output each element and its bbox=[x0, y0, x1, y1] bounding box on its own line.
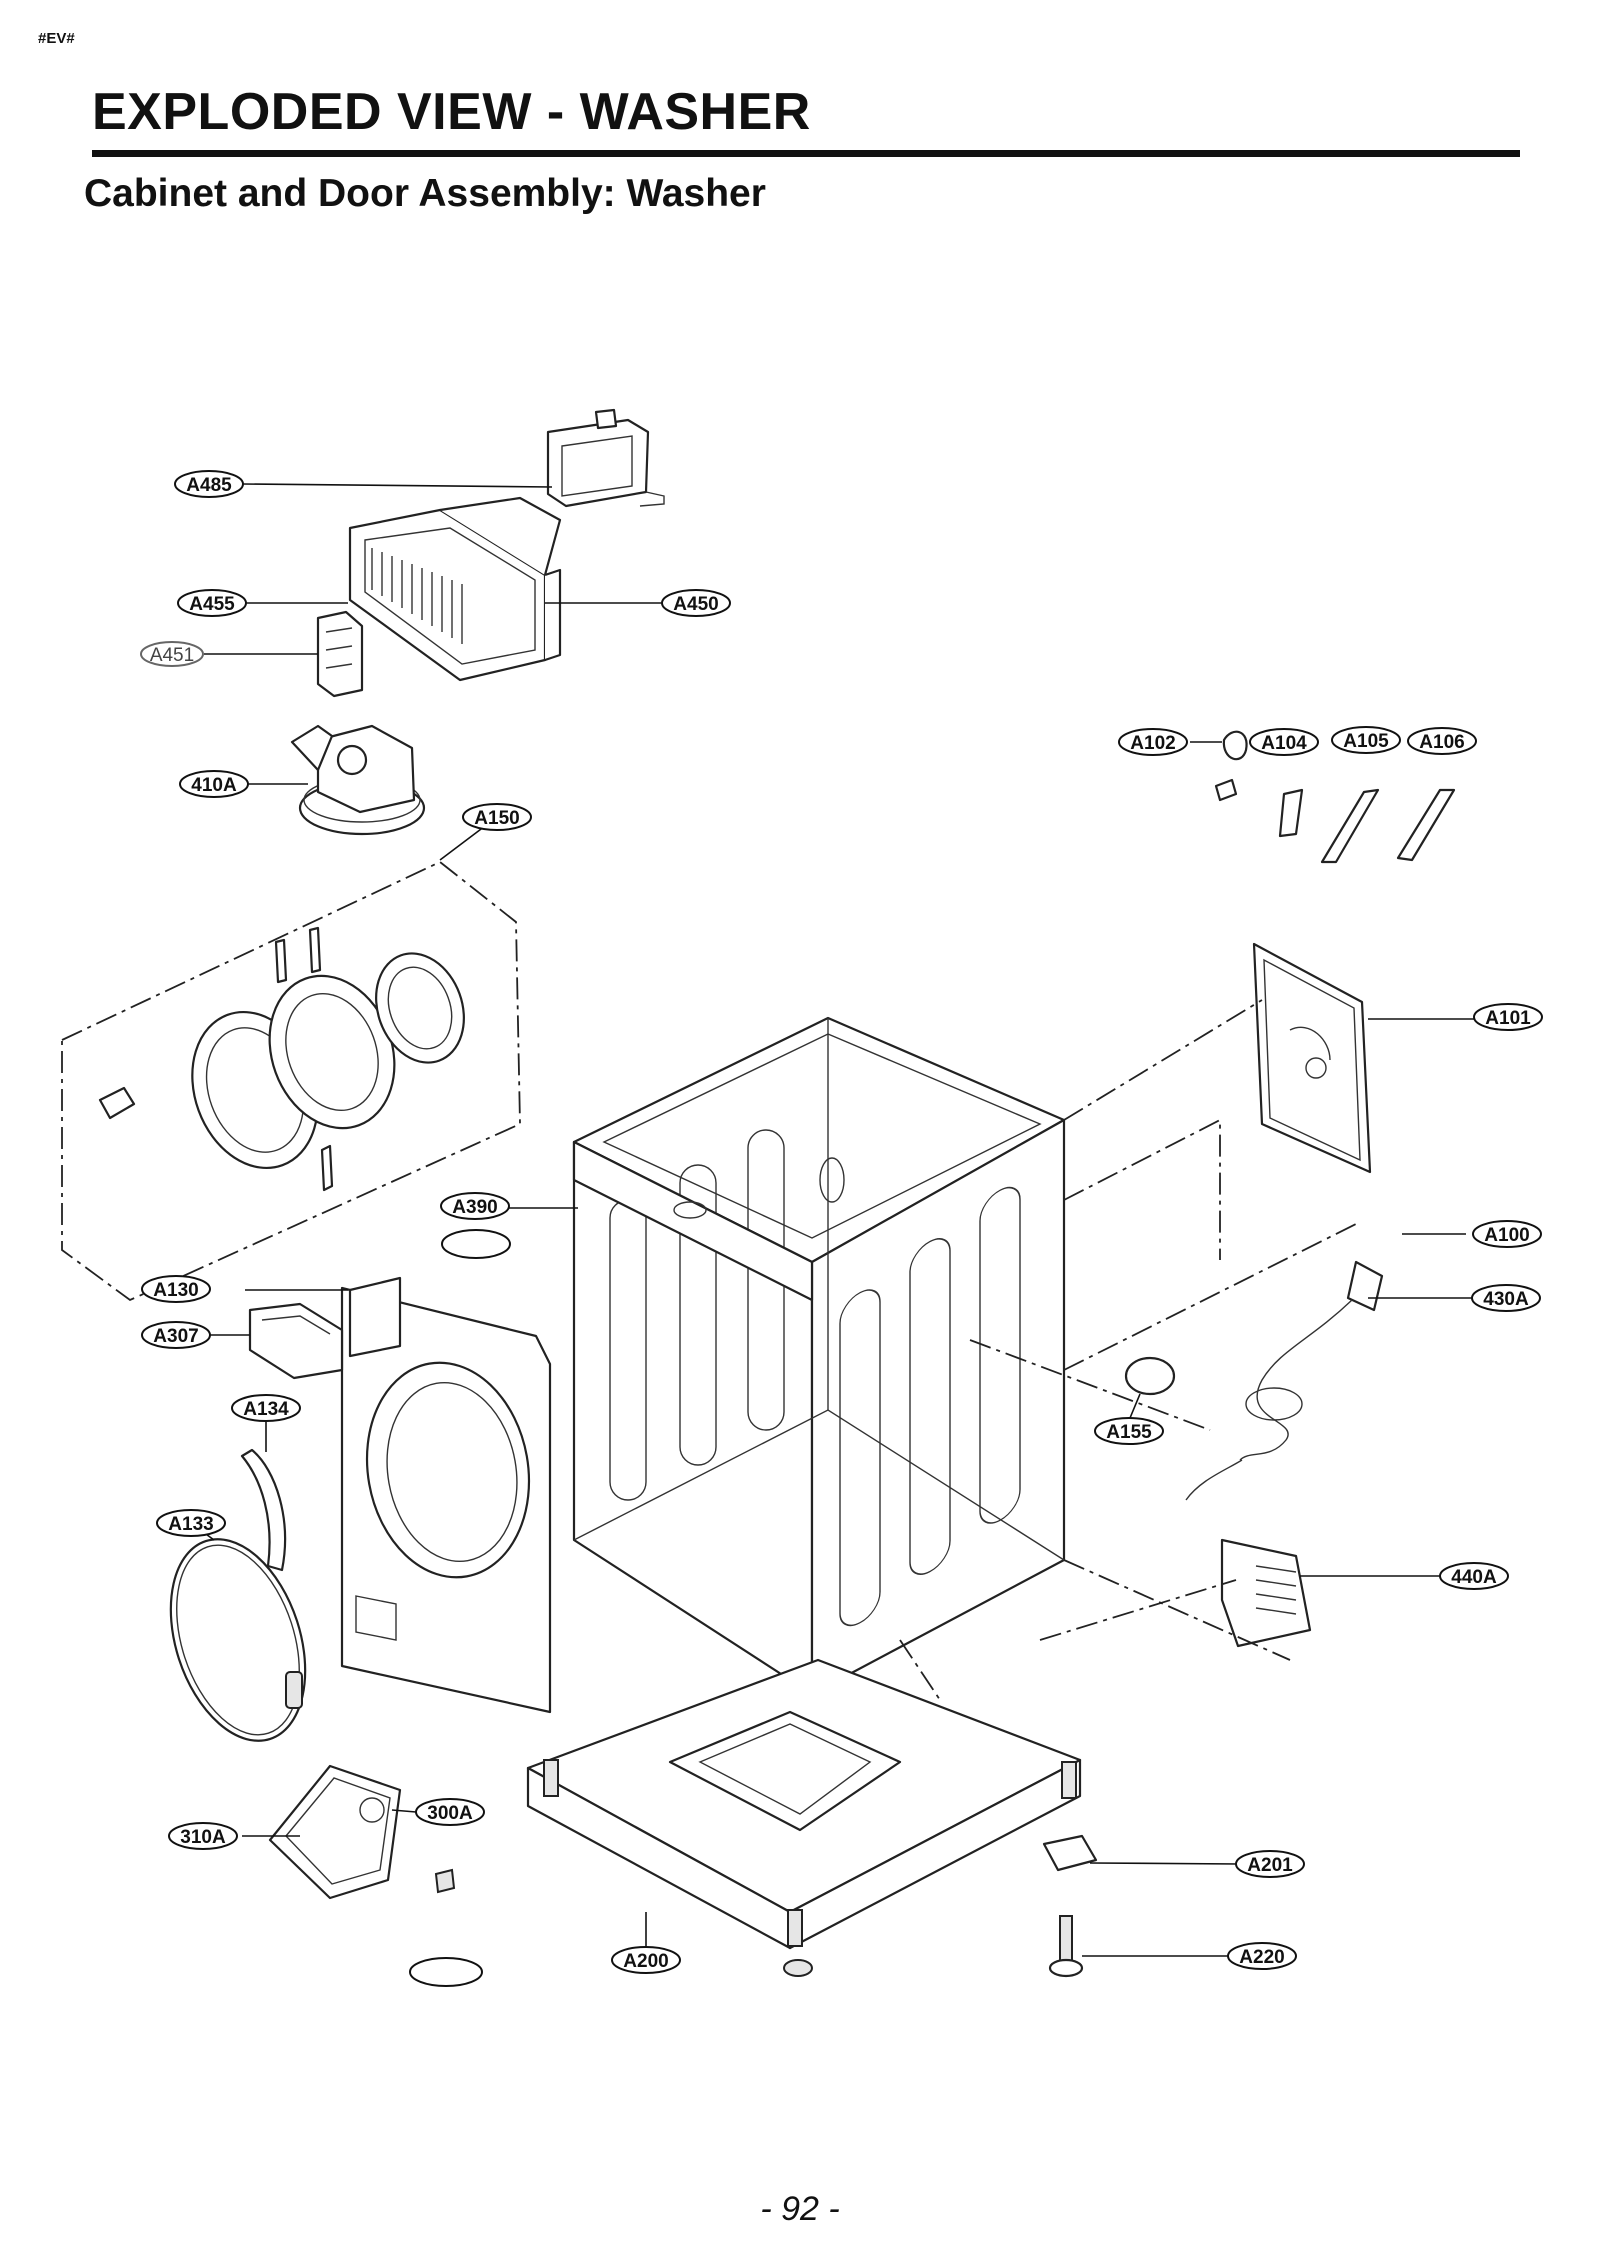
oval-marker-2 bbox=[409, 1957, 483, 1987]
callout-300A: 300A bbox=[415, 1798, 485, 1826]
svg-text:430A: 430A bbox=[1483, 1289, 1529, 1310]
callout-440A: 440A bbox=[1439, 1562, 1509, 1590]
title-rule bbox=[92, 150, 1520, 157]
svg-text:A485: A485 bbox=[186, 475, 232, 496]
callout-A105: A105 bbox=[1331, 726, 1401, 754]
part-vent-housing bbox=[348, 496, 562, 682]
svg-text:A155: A155 bbox=[1106, 1422, 1152, 1443]
svg-text:A104: A104 bbox=[1261, 733, 1307, 754]
svg-text:A105: A105 bbox=[1343, 731, 1389, 752]
callout-A390: A390 bbox=[440, 1192, 510, 1220]
svg-text:310A: 310A bbox=[180, 1827, 226, 1848]
callout-A450: A450 bbox=[661, 589, 731, 617]
svg-text:A220: A220 bbox=[1239, 1947, 1284, 1968]
callout-410A: 410A bbox=[179, 770, 249, 798]
svg-text:A133: A133 bbox=[168, 1514, 213, 1535]
part-back-panel bbox=[1252, 942, 1372, 1174]
svg-text:A451: A451 bbox=[150, 645, 194, 666]
callout-A100: A100 bbox=[1472, 1220, 1542, 1248]
callout-A200: A200 bbox=[611, 1946, 681, 1974]
callout-A220: A220 bbox=[1227, 1942, 1297, 1970]
svg-text:A455: A455 bbox=[189, 594, 235, 615]
callout-A150: A150 bbox=[462, 803, 532, 831]
part-bushing bbox=[1124, 1356, 1176, 1396]
callout-A155: A155 bbox=[1094, 1417, 1164, 1445]
part-clamp-ring bbox=[169, 1538, 307, 1742]
callout-430A: 430A bbox=[1471, 1284, 1541, 1312]
part-hose-fittings bbox=[1214, 730, 1456, 864]
part-base-frame bbox=[526, 1658, 1082, 1977]
part-screw bbox=[434, 1868, 456, 1894]
svg-text:A200: A200 bbox=[623, 1951, 668, 1972]
part-detergent-drawer bbox=[248, 1302, 344, 1380]
svg-text:A307: A307 bbox=[153, 1326, 198, 1347]
callout-A106: A106 bbox=[1407, 727, 1477, 755]
callout-A451: A451 bbox=[140, 641, 204, 667]
part-front-panel bbox=[340, 1276, 552, 1714]
svg-text:A101: A101 bbox=[1485, 1008, 1531, 1029]
svg-text:440A: 440A bbox=[1451, 1567, 1497, 1588]
part-door-group bbox=[61, 860, 521, 1302]
part-power-cord bbox=[1185, 1260, 1384, 1501]
callout-A101: A101 bbox=[1473, 1003, 1543, 1031]
svg-text:A150: A150 bbox=[474, 808, 519, 829]
svg-text:A134: A134 bbox=[243, 1399, 289, 1420]
part-leveling-foot bbox=[1048, 1915, 1084, 1978]
callout-A307: A307 bbox=[141, 1321, 211, 1349]
callout-A130: A130 bbox=[141, 1275, 211, 1303]
part-bracket bbox=[316, 610, 364, 698]
callout-A455: A455 bbox=[177, 589, 247, 617]
part-door-latch bbox=[240, 1448, 287, 1572]
oval-marker-1 bbox=[441, 1229, 511, 1259]
part-leveling-bracket bbox=[1042, 1834, 1098, 1872]
callout-A485: A485 bbox=[174, 470, 244, 498]
svg-text:A102: A102 bbox=[1130, 733, 1175, 754]
page-number: - 92 - bbox=[760, 2190, 840, 2228]
svg-text:300A: 300A bbox=[427, 1803, 473, 1824]
page-subtitle: Cabinet and Door Assembly: Washer bbox=[84, 172, 766, 215]
svg-text:A100: A100 bbox=[1484, 1225, 1529, 1246]
assembly-guidelines bbox=[899, 999, 1361, 1701]
callout-A133: A133 bbox=[156, 1509, 226, 1537]
svg-text:A106: A106 bbox=[1419, 732, 1464, 753]
callout-310A: 310A bbox=[168, 1822, 238, 1850]
part-cabinet bbox=[572, 1016, 1066, 1696]
callout-A104: A104 bbox=[1249, 728, 1319, 756]
document-tag: #EV# bbox=[38, 30, 75, 47]
part-control-panel bbox=[546, 408, 665, 508]
part-pump-assembly bbox=[290, 724, 426, 836]
svg-text:A390: A390 bbox=[452, 1197, 497, 1218]
svg-text:A130: A130 bbox=[153, 1280, 198, 1301]
part-service-door bbox=[268, 1764, 402, 1900]
svg-text:A450: A450 bbox=[673, 594, 718, 615]
svg-text:A201: A201 bbox=[1247, 1855, 1293, 1876]
callout-A134: A134 bbox=[231, 1394, 301, 1422]
part-noise-filter bbox=[1220, 1538, 1312, 1648]
svg-text:410A: 410A bbox=[191, 775, 237, 796]
callout-A102: A102 bbox=[1118, 728, 1188, 756]
page-title: EXPLODED VIEW - WASHER bbox=[92, 83, 811, 141]
callout-A201: A201 bbox=[1235, 1850, 1305, 1878]
